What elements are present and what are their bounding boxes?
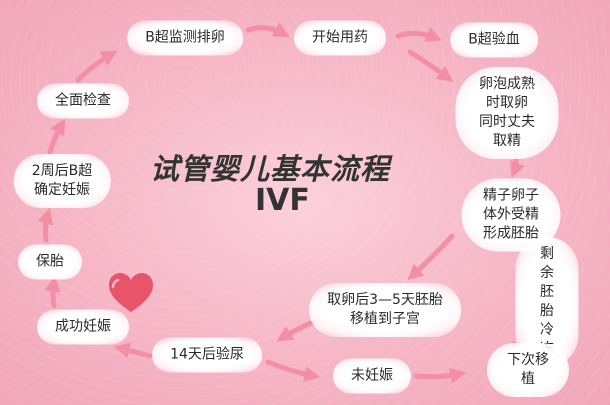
arrow-med-to-blood xyxy=(395,27,442,42)
heart-icon xyxy=(109,273,153,312)
step-pregnancy-protection: 保胎 xyxy=(18,244,82,280)
arrow-blood-to-retrieve xyxy=(407,49,454,82)
step-b-ultrasound-monitor: B超监测排卵 xyxy=(127,20,243,56)
diagram-subtitle: IVF xyxy=(255,183,310,218)
arrow-success-to-protect xyxy=(44,275,61,309)
arrow-confirm-to-checkup xyxy=(47,118,66,155)
step-full-checkup: 全面检查 xyxy=(37,83,129,119)
step-start-medication: 开始用药 xyxy=(294,20,386,56)
step-not-pregnant: 未妊娠 xyxy=(333,358,411,394)
arrow-monitor-to-med xyxy=(245,22,290,38)
arrow-urine-to-success xyxy=(113,342,153,359)
arrow-urine-to-notpreg xyxy=(265,359,321,383)
step-b-ultrasound-blood-test: B超验血 xyxy=(450,22,538,58)
arrow-notpreg-to-next xyxy=(413,368,467,384)
step-successful-pregnancy: 成功妊娠 xyxy=(37,309,129,345)
diagram-title: 试管婴儿基本流程 xyxy=(150,152,391,186)
arrow-fertilize-to-transfer xyxy=(407,233,455,281)
step-in-vitro-fertilization: 精子卵子体外受精 形成胚胎 xyxy=(461,178,561,252)
step-urine-test-14-days: 14天后验尿 xyxy=(152,337,262,373)
arrow-protect-to-confirm xyxy=(37,207,54,243)
step-confirm-pregnancy: 2周后B超 确定妊娠 xyxy=(13,154,111,208)
arrow-checkup-to-monitor xyxy=(75,50,118,83)
step-embryo-transfer: 取卵后3—5天胚胎 移植到子宫 xyxy=(309,283,461,337)
step-next-transfer: 下次移植 xyxy=(487,343,569,397)
step-egg-sperm-retrieval: 卵泡成熟时取卵 同时丈夫取精 xyxy=(455,67,559,159)
